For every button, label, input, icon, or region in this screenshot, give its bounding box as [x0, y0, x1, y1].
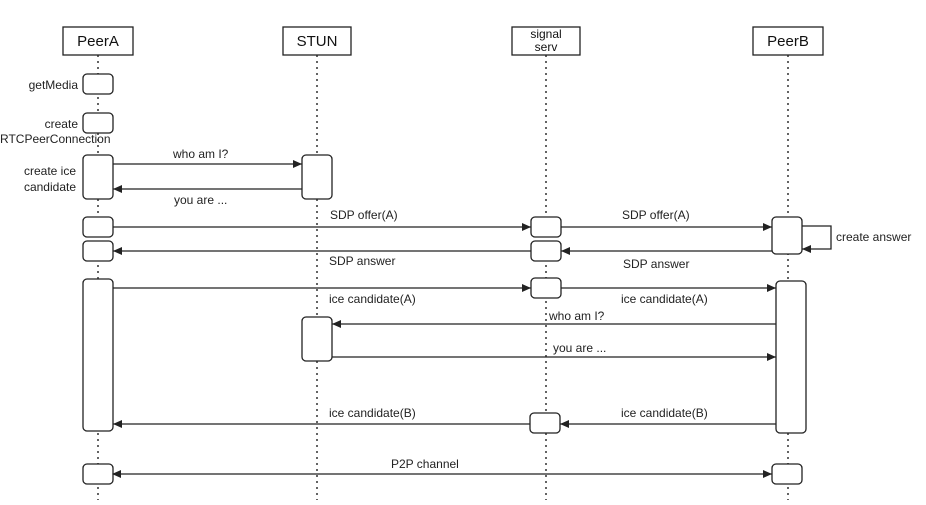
label-p2p-channel: P2P channel [391, 457, 459, 471]
activation-peer-a-create-ice [82, 154, 114, 200]
label-who-am-i-2: who am I? [548, 309, 605, 323]
label-sdp-offer-a-2: SDP offer(A) [622, 208, 690, 222]
activation-signal-ice-a [530, 277, 562, 299]
label-you-are-2: you are ... [553, 341, 606, 355]
participant-stun-box [282, 26, 352, 56]
activation-signal-answer [530, 240, 562, 262]
label-ice-candidate-a-2: ice candidate(A) [621, 292, 708, 306]
message-labels: who am I? you are ... SDP offer(A) SDP o… [172, 147, 708, 471]
lifelines [97, 55, 789, 500]
label-who-am-i-1: who am I? [172, 147, 229, 161]
activations [82, 73, 807, 485]
activation-peer-a-offer [82, 216, 114, 238]
activation-stun-2 [301, 316, 333, 362]
activation-peer-a-p2p [82, 463, 114, 485]
note-get-media: getMedia [29, 78, 79, 92]
activation-peer-a-long [82, 278, 114, 432]
note-create-ice-line2: candidate [24, 180, 76, 194]
label-ice-candidate-b-1: ice candidate(B) [329, 406, 416, 420]
activation-peer-a-answer [82, 240, 114, 262]
note-create-answer: create answer [836, 230, 911, 244]
activation-peer-b-p2p [771, 463, 803, 485]
activation-signal-ice-b [529, 412, 561, 434]
activation-stun-1 [301, 154, 333, 200]
note-create-pc-line2: RTCPeerConnection [0, 132, 111, 146]
participant-signal-serv-box [511, 26, 581, 56]
arrow-create-answer-self [802, 225, 832, 253]
notes: getMedia create RTCPeerConnection create… [0, 78, 911, 244]
label-sdp-answer-2: SDP answer [623, 257, 689, 271]
participant-peer-a-box [62, 26, 134, 56]
participant-peer-b-label: PeerB [767, 33, 809, 50]
activation-peer-a-get-media [82, 73, 114, 95]
label-sdp-offer-a-1: SDP offer(A) [330, 208, 398, 222]
note-create-ice-line1: create ice [24, 164, 76, 178]
participant-peer-b-box [752, 26, 824, 56]
label-ice-candidate-b-2: ice candidate(B) [621, 406, 708, 420]
participant-peer-a-label: PeerA [77, 33, 119, 50]
messages [112, 160, 832, 478]
note-create-pc-line1: create [45, 117, 79, 131]
label-you-are-1: you are ... [174, 193, 227, 207]
participant-signal-serv-label-line2: serv [535, 40, 558, 54]
label-sdp-answer-1: SDP answer [329, 254, 395, 268]
participants: PeerA STUN signal serv PeerB [62, 26, 824, 56]
activation-peer-b-offer [771, 216, 803, 255]
participant-stun-label: STUN [297, 33, 338, 50]
activation-signal-offer [530, 216, 562, 238]
activation-peer-b-long [775, 280, 807, 434]
participant-signal-serv-label-line1: signal [530, 27, 561, 41]
activation-peer-a-create-pc [82, 112, 114, 134]
label-ice-candidate-a-1: ice candidate(A) [329, 292, 416, 306]
